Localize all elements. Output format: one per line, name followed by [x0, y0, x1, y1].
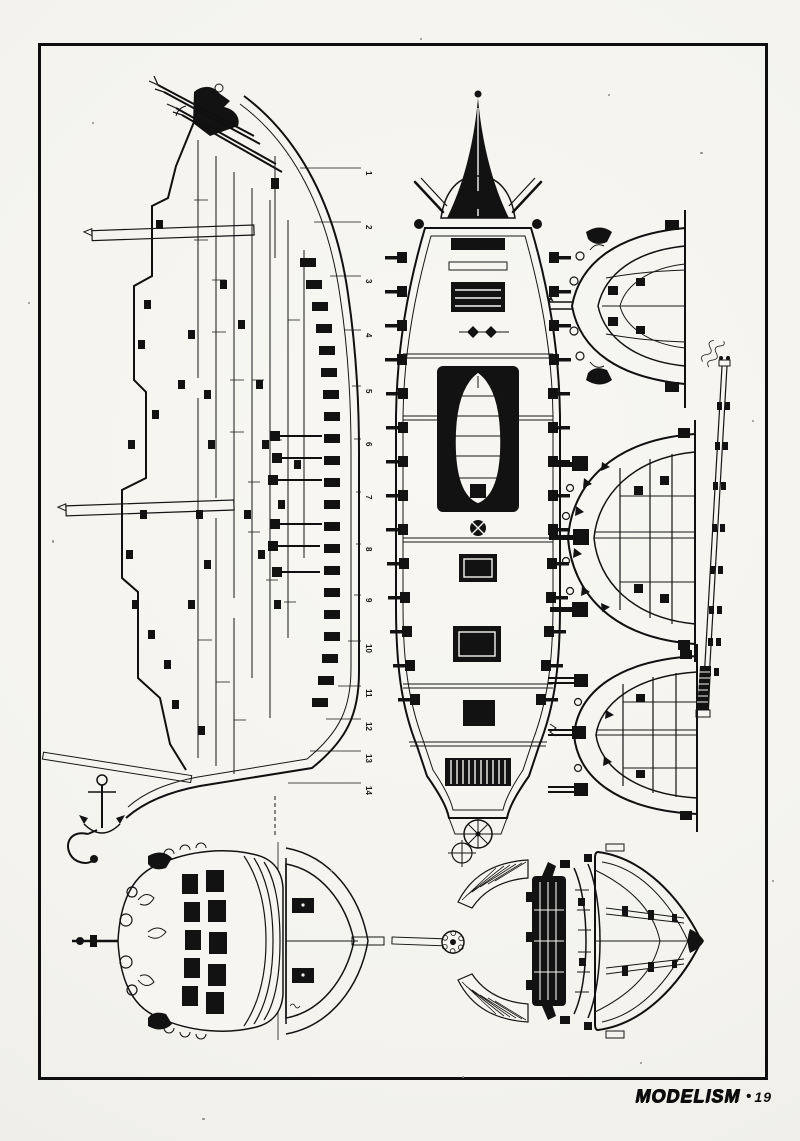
bowsprit-stub	[41, 751, 193, 784]
footer-bullet: •	[746, 1088, 752, 1105]
spar-label-handwriting	[701, 340, 725, 368]
section-cannons	[548, 674, 588, 796]
longitudinal-section-drawing: 1 2 3 4 5 6 7 8 9 10 11 12 13 14	[41, 75, 380, 842]
station-label: 12	[364, 722, 373, 731]
winch	[459, 326, 509, 338]
magazine-logo: MODELISM	[635, 1086, 741, 1106]
page-border-frame	[38, 43, 768, 1080]
longitudinal-section-svg: 1 2 3 4 5 6 7 8 9 10 11 12 13 14	[41, 75, 373, 838]
stern-spars	[148, 75, 283, 173]
station-leaders	[288, 167, 361, 784]
stern-view-drawing	[68, 840, 386, 1042]
midship-section-svg	[549, 420, 696, 662]
station-label: 13	[364, 754, 373, 763]
bow-view-svg	[391, 840, 704, 1039]
hull-cross-contour	[285, 858, 358, 1024]
deck-plan-svg	[385, 90, 571, 849]
profile-stepped-edge	[121, 121, 195, 771]
hatches	[453, 554, 501, 726]
broken-spar	[546, 295, 572, 310]
bowsprit	[391, 930, 465, 954]
stern-davits	[413, 180, 543, 214]
tiny-mark	[289, 1003, 301, 1009]
station-label: 5	[364, 389, 373, 394]
ships-boat	[454, 371, 502, 505]
station-labels: 1 2 3 4 5 6 7 8 9 10 11 12 13 14	[364, 171, 373, 795]
station-label: 14	[364, 786, 373, 795]
stern-view-svg	[72, 842, 385, 1040]
station-label: 2	[364, 225, 373, 230]
fore-section-drawing	[548, 644, 704, 832]
station-label: 4	[364, 333, 373, 338]
spar-foot	[695, 666, 711, 718]
beakhead-structure	[526, 862, 566, 1020]
beam-end-ladder	[300, 258, 340, 707]
anchor	[79, 774, 125, 834]
station-label: 11	[364, 689, 373, 698]
hook-fitting-drawing	[58, 828, 118, 872]
station-label: 6	[364, 442, 373, 447]
station-label: 8	[364, 547, 373, 552]
fore-section-svg	[548, 644, 698, 832]
footer: MODELISM •19	[560, 1086, 772, 1107]
head-rails	[457, 859, 529, 1023]
spar-body	[702, 356, 731, 699]
station-label: 3	[364, 279, 373, 284]
fore-mast-stub	[56, 499, 235, 517]
bow-hull-contour	[560, 843, 704, 1039]
hull-keel-curve	[125, 95, 360, 819]
crosshair-symbol	[448, 840, 476, 867]
station-label: 7	[364, 495, 373, 500]
spar-detail-drawing	[694, 336, 736, 724]
bow-view-drawing	[391, 840, 712, 1044]
capstan	[470, 520, 486, 536]
midship-section-drawing	[549, 420, 702, 662]
boat-well	[437, 366, 519, 512]
skylight	[451, 282, 505, 312]
section-cannons	[549, 456, 589, 617]
deck-plan-drawing	[385, 86, 573, 852]
main-mast-stub	[82, 224, 255, 242]
station-label: 1	[364, 171, 373, 176]
keel-end	[351, 936, 385, 946]
station-label: 9	[364, 598, 373, 603]
bow-wheel-symbol	[463, 818, 493, 849]
outer-hull-curve	[285, 847, 369, 1035]
stern-section-drawing	[546, 210, 692, 408]
spar-detail-svg	[695, 340, 731, 718]
gun-deck-cannons	[268, 431, 322, 577]
stern-gallery	[117, 842, 284, 1040]
station-label: 10	[364, 644, 373, 653]
fore-grating	[445, 758, 511, 786]
stern-section-svg	[546, 210, 686, 408]
flagstaff	[72, 935, 118, 947]
page-number: 19	[754, 1089, 772, 1105]
deck-lines	[197, 140, 305, 774]
